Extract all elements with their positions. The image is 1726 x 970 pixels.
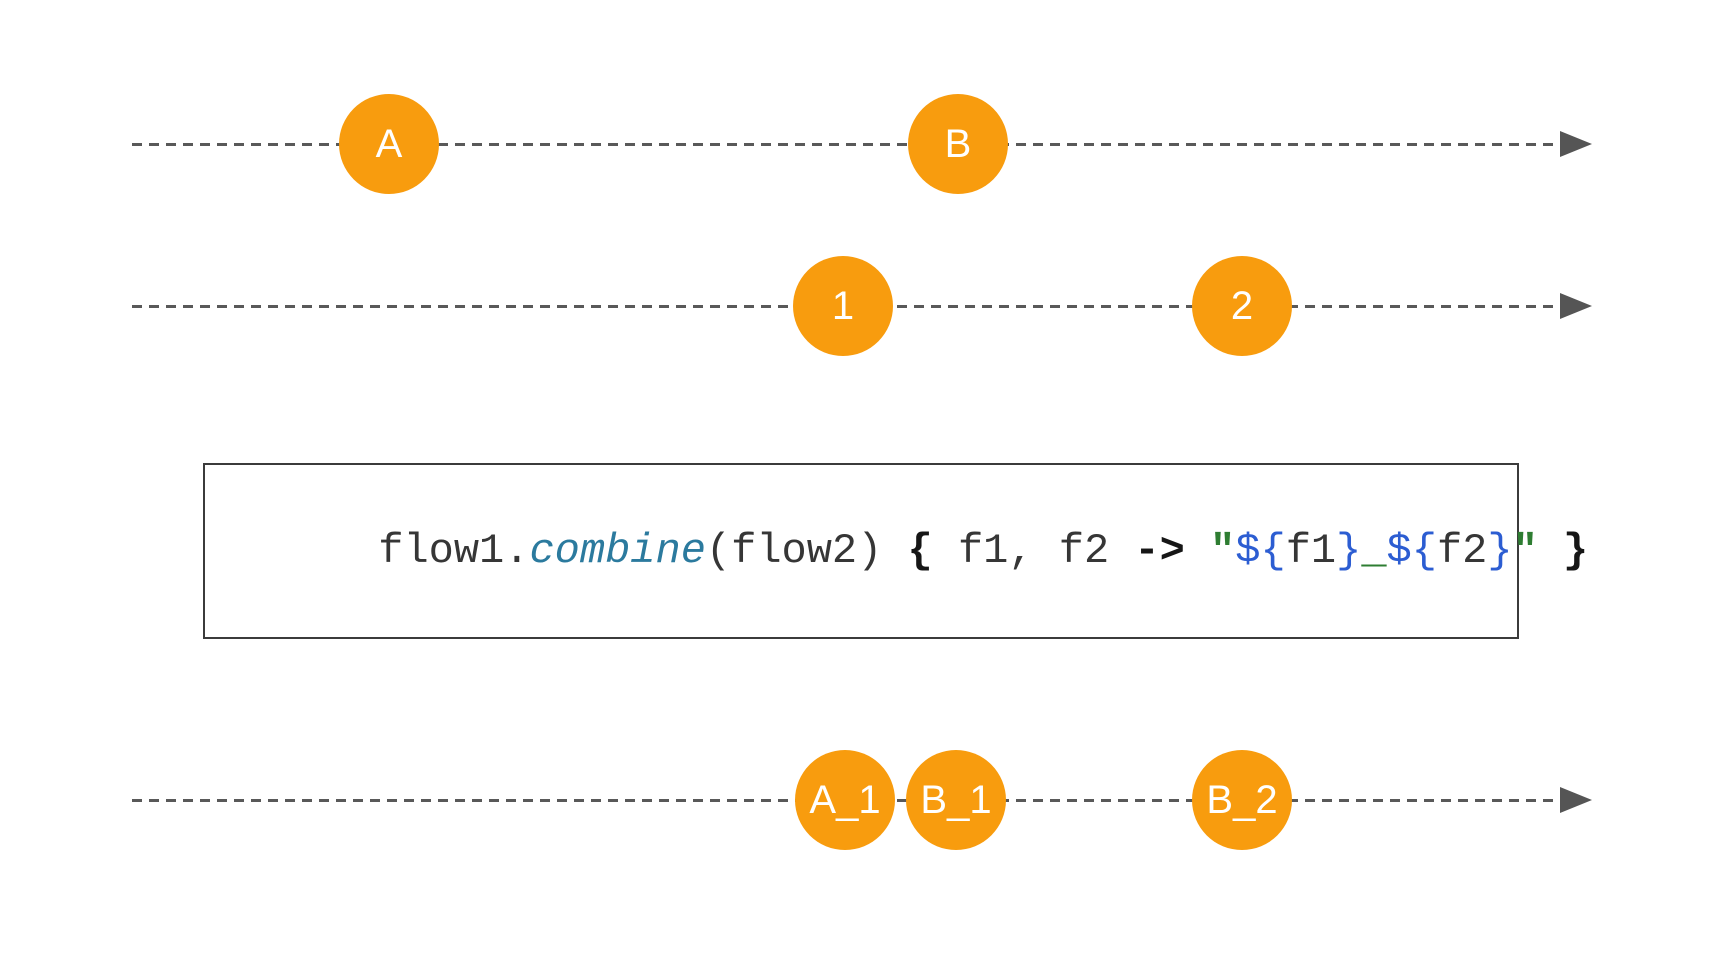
marble-2: 2 <box>1192 256 1292 356</box>
code-token-template-close-2: } <box>1487 527 1513 575</box>
code-token-template-open-1: ${ <box>1235 527 1286 575</box>
arrow-right-icon <box>1560 787 1592 813</box>
code-line: flow1.combine(flow2) { f1, f2 -> "${f1}_… <box>205 479 1588 623</box>
code-token-f2: f2 <box>1436 527 1488 575</box>
code-token-template-open-2: ${ <box>1386 527 1437 575</box>
code-token-space <box>1185 527 1210 575</box>
code-token-receiver: flow1. <box>378 527 530 575</box>
code-token-open-quote: " <box>1210 527 1236 575</box>
marble-B: B <box>908 94 1008 194</box>
marble-B_2: B_2 <box>1192 750 1292 850</box>
code-token-f1: f1 <box>1285 527 1337 575</box>
code-token-open-brace: { <box>907 527 933 575</box>
marble-1: 1 <box>793 256 893 356</box>
marble-A_1: A_1 <box>795 750 895 850</box>
timeline-flow1-dashed-line <box>132 142 1560 146</box>
code-token-argument: (flow2) <box>705 527 908 575</box>
code-token-underscore: _ <box>1361 527 1387 575</box>
code-token-template-close-1: } <box>1336 527 1362 575</box>
marble-A: A <box>339 94 439 194</box>
code-token-space <box>1538 527 1563 575</box>
code-token-combine-function: combine <box>529 527 706 575</box>
arrow-right-icon <box>1560 293 1592 319</box>
code-token-lambda-params: f1, f2 <box>932 527 1135 575</box>
arrow-right-icon <box>1560 131 1592 157</box>
code-token-arrow-operator: -> <box>1134 527 1185 575</box>
marble-B_1: B_1 <box>906 750 1006 850</box>
code-token-close-brace: } <box>1563 527 1589 575</box>
code-token-close-quote: " <box>1512 527 1538 575</box>
code-box: flow1.combine(flow2) { f1, f2 -> "${f1}_… <box>203 463 1588 639</box>
